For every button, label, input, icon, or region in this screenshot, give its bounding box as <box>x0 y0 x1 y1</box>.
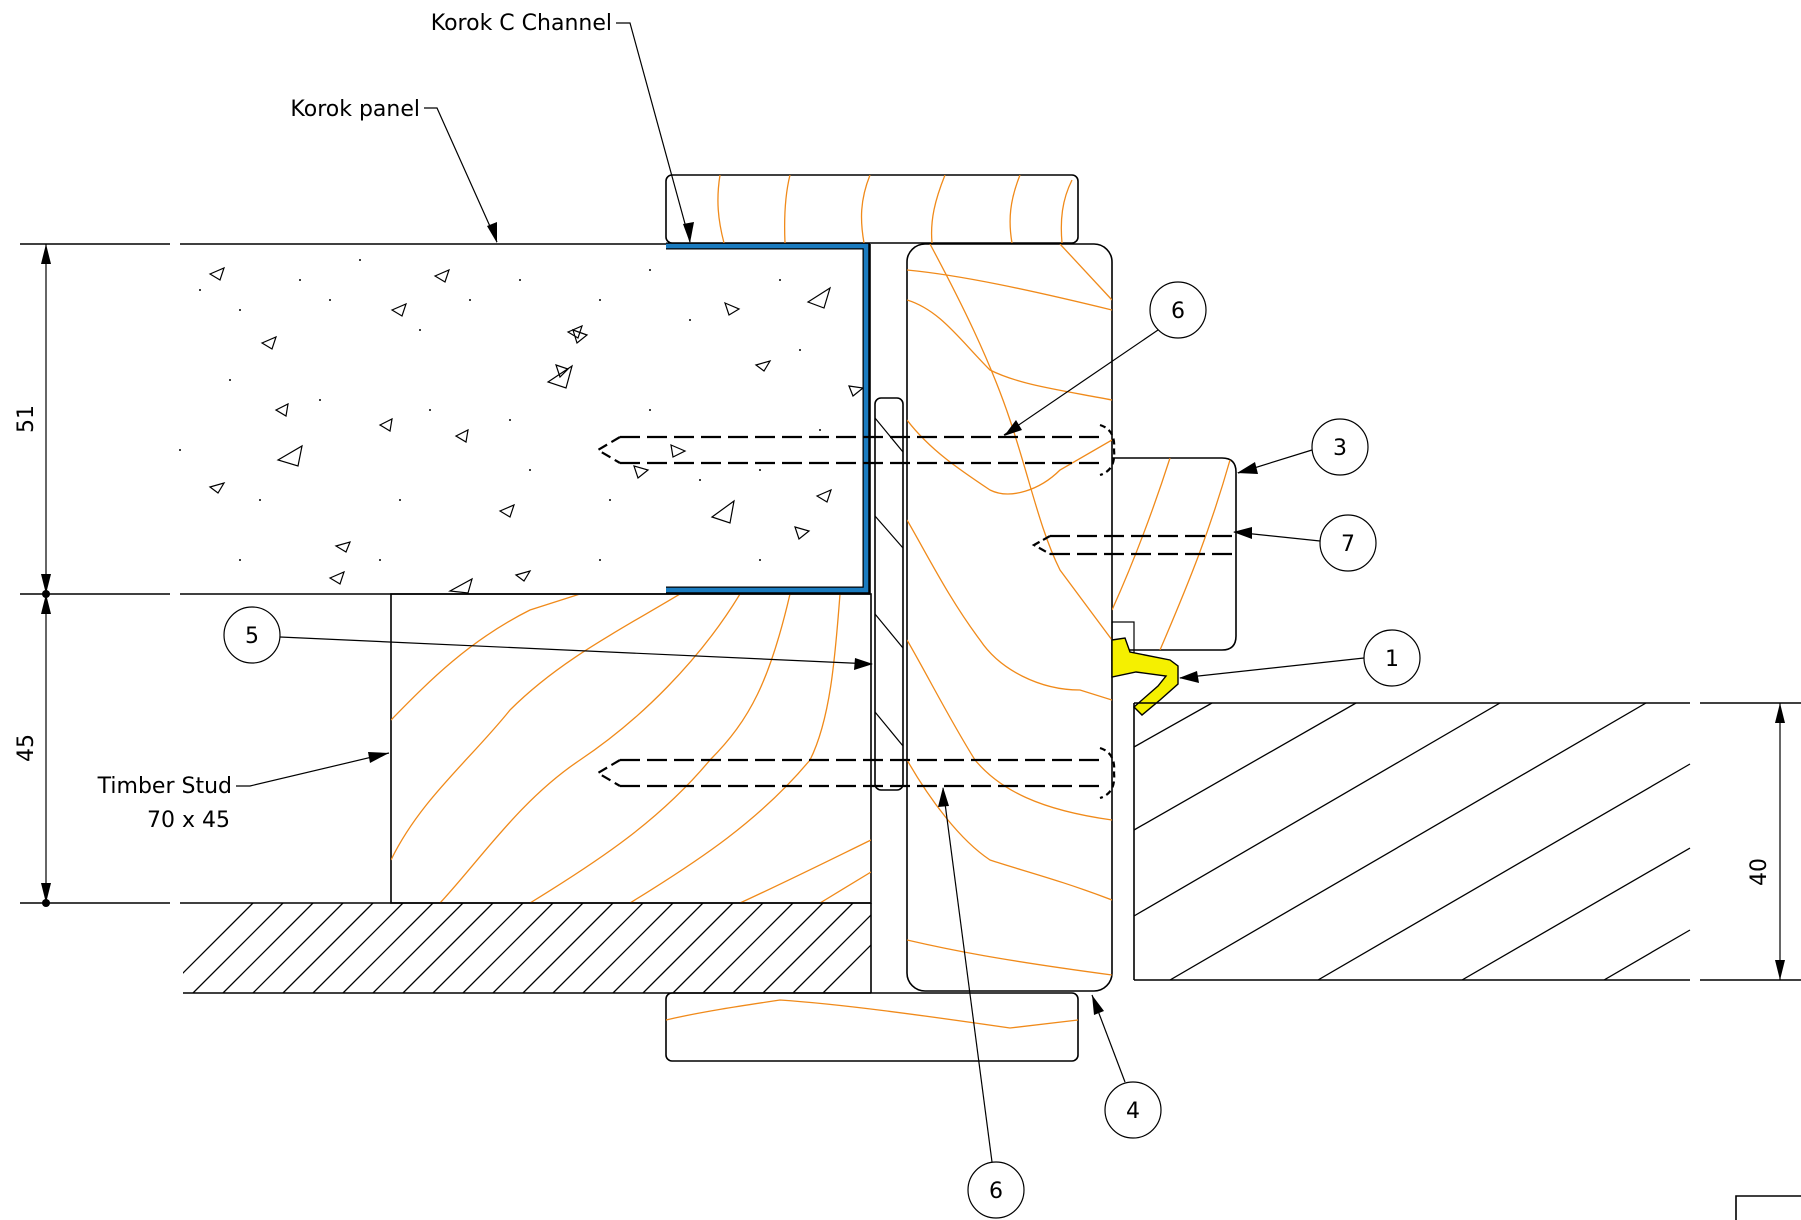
door-jamb <box>906 243 1113 992</box>
callout-6-bottom: 6 <box>938 787 1025 1219</box>
dimension-51: 51 <box>14 244 51 598</box>
label-korok-c-channel-text: Korok C Channel <box>431 11 612 36</box>
label-timber-stud-line1: Timber Stud <box>97 774 232 799</box>
label-korok-panel-text: Korok panel <box>290 97 420 122</box>
dimension-40-text: 40 <box>1747 858 1772 886</box>
architrave-bottom <box>665 992 1079 1062</box>
packer <box>874 397 904 791</box>
callout-6-bottom-text: 6 <box>989 1179 1003 1204</box>
label-timber-stud: Timber Stud 70 x 45 <box>97 752 390 833</box>
title-block-corner <box>1735 1195 1801 1220</box>
dimension-45-text: 45 <box>14 734 39 762</box>
screw-stop <box>1031 534 1232 556</box>
label-timber-stud-line2: 70 x 45 <box>147 808 230 833</box>
label-korok-c-channel: Korok C Channel <box>431 11 694 243</box>
callout-4: 4 <box>1091 994 1162 1139</box>
screw-lower <box>595 746 1116 800</box>
callout-7-text: 7 <box>1341 532 1355 557</box>
label-korok-panel: Korok panel <box>290 97 498 243</box>
callout-4-text: 4 <box>1126 1099 1140 1124</box>
korok-panel <box>20 243 870 595</box>
floor-slab <box>20 902 872 994</box>
callout-3-text: 3 <box>1333 436 1347 461</box>
callout-3: 3 <box>1237 418 1369 476</box>
callout-1-text: 1 <box>1385 647 1399 672</box>
door-seal <box>1111 621 1179 716</box>
screw-upper <box>595 423 1116 477</box>
dimension-51-text: 51 <box>14 405 39 433</box>
callout-7: 7 <box>1233 514 1377 572</box>
callout-6-top-text: 6 <box>1171 299 1185 324</box>
dimension-45: 45 <box>14 594 51 907</box>
callout-5: 5 <box>223 606 873 670</box>
door-leaf <box>1133 702 1801 981</box>
dimension-40: 40 <box>1747 703 1785 980</box>
timber-stud <box>390 593 872 904</box>
callout-1: 1 <box>1179 629 1421 687</box>
panel-aggregate-pattern <box>208 266 865 594</box>
panel-speckle <box>179 259 821 561</box>
architrave-top <box>665 174 1079 244</box>
callout-6-top: 6 <box>1003 281 1207 436</box>
callout-5-text: 5 <box>245 624 259 649</box>
korok-c-channel <box>666 242 870 594</box>
